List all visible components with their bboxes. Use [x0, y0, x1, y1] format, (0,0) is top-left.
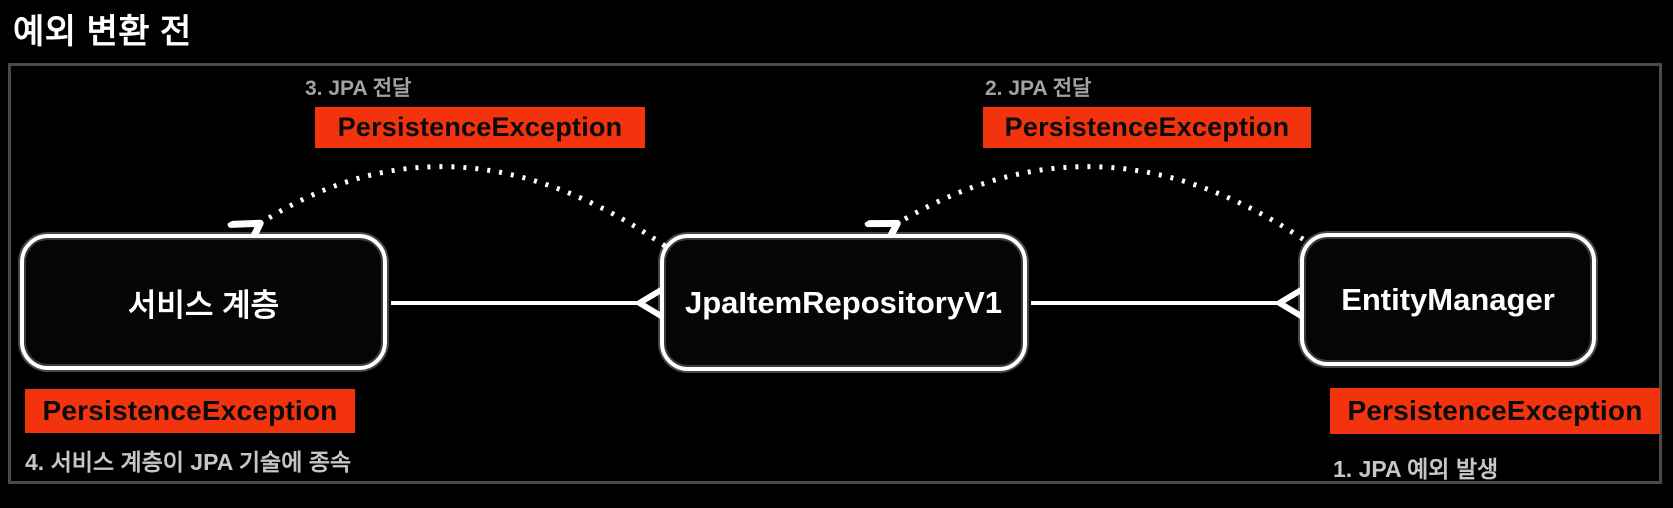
annotation-step1: 1. JPA 예외 발생: [1333, 456, 1499, 482]
annotation-step2: 2. JPA 전달: [985, 77, 1092, 100]
exception-badge-bottom-left: PersistenceException: [25, 389, 355, 433]
annotation-step4: 4. 서비스 계층이 JPA 기술에 종속: [25, 449, 352, 475]
node-entity-manager-label: EntityManager: [1341, 281, 1555, 317]
exception-badge-top-right: PersistenceException: [983, 107, 1311, 148]
node-service-layer-label: 서비스 계층: [127, 287, 280, 323]
node-entity-manager: EntityManager: [1300, 233, 1596, 366]
node-jpa-item-repository-v1-label: JpaItemRepositoryV1: [685, 284, 1002, 320]
page-title: 예외 변환 전: [13, 13, 192, 51]
node-jpa-item-repository-v1: JpaItemRepositoryV1: [660, 234, 1027, 371]
exception-badge-top-left: PersistenceException: [315, 107, 645, 148]
node-service-layer: 서비스 계층: [20, 234, 387, 370]
exception-badge-bottom-right: PersistenceException: [1330, 388, 1660, 434]
annotation-step3: 3. JPA 전달: [305, 77, 412, 100]
